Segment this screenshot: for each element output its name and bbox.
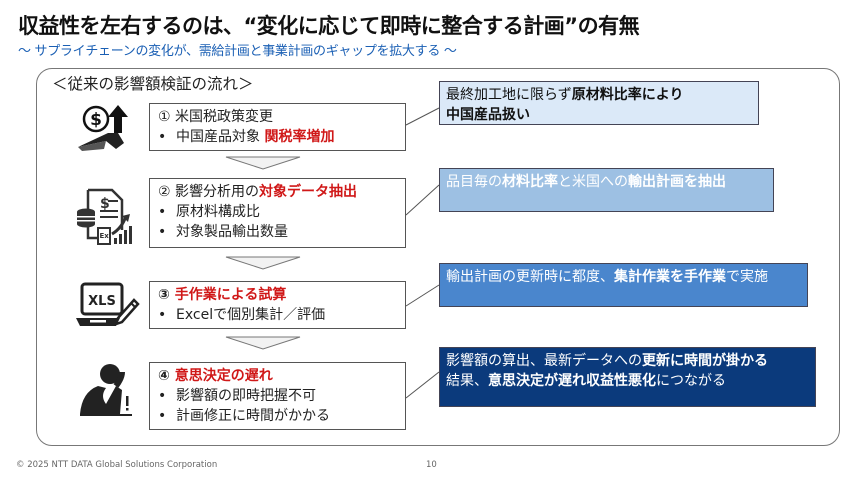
note-3: 輸出計画の更新時に都度、集計作業を手作業で実施 <box>439 263 808 307</box>
step-1-heading: ① 米国税政策変更 <box>158 109 274 125</box>
step-4-heading: ④ 意思決定の遅れ <box>158 368 273 384</box>
page-title: 収益性を左右するのは、“変化に応じて即時に整合する計画”の有無 <box>18 14 640 38</box>
flow-frame-label: ＜従来の影響額検証の流れ＞ <box>52 75 254 93</box>
step-2-bullet-2: •対象製品輸出数量 <box>158 224 288 240</box>
footer-copyright: © 2025 NTT DATA Global Solutions Corpora… <box>16 460 218 470</box>
page-number: 10 <box>426 460 437 470</box>
step-1-bullet: •中国産品対象 関税率増加 <box>158 129 335 145</box>
note-4: 影響額の算出、最新データへの更新に時間が掛かる 結果、意思決定が遅れ収益性悪化に… <box>439 347 816 407</box>
step-4-bullet-1: •影響額の即時把握不可 <box>158 388 316 404</box>
laptop-xls-pencil-icon: XLS <box>76 282 140 336</box>
svg-text:$: $ <box>100 196 110 212</box>
step-3-heading: ③ 手作業による試算 <box>158 287 287 303</box>
step-2-bullet-1: •原材料構成比 <box>158 204 260 220</box>
data-document-chart-icon: $ Ex <box>76 186 136 252</box>
step-2-heading: ② 影響分析用の対象データ抽出 <box>158 184 358 200</box>
dollar-up-arrow-icon: $ <box>76 103 138 157</box>
note-1: 最終加工地に限らず原材料比率により 中国産品扱い <box>439 81 759 125</box>
step-4-box: ④ 意思決定の遅れ •影響額の即時把握不可 •計画修正に時間がかかる <box>149 362 406 430</box>
stressed-person-icon <box>76 362 136 422</box>
svg-text:XLS: XLS <box>88 294 116 309</box>
step-4-bullet-2: •計画修正に時間がかかる <box>158 408 330 424</box>
step-3-box: ③ 手作業による試算 •Excelで個別集計／評価 <box>149 281 406 329</box>
svg-text:$: $ <box>90 110 102 130</box>
step-2-box: ② 影響分析用の対象データ抽出 •原材料構成比 •対象製品輸出数量 <box>149 178 406 248</box>
page-subtitle: ～ サプライチェーンの変化が、需給計画と事業計画のギャップを拡大する ～ <box>18 44 457 59</box>
note-2: 品目毎の材料比率と米国への輸出計画を抽出 <box>439 168 774 212</box>
step-1-box: ① 米国税政策変更 •中国産品対象 関税率増加 <box>149 103 406 151</box>
flow-frame <box>36 68 840 446</box>
step-3-bullet-1: •Excelで個別集計／評価 <box>158 307 326 323</box>
svg-text:Ex: Ex <box>100 232 110 240</box>
